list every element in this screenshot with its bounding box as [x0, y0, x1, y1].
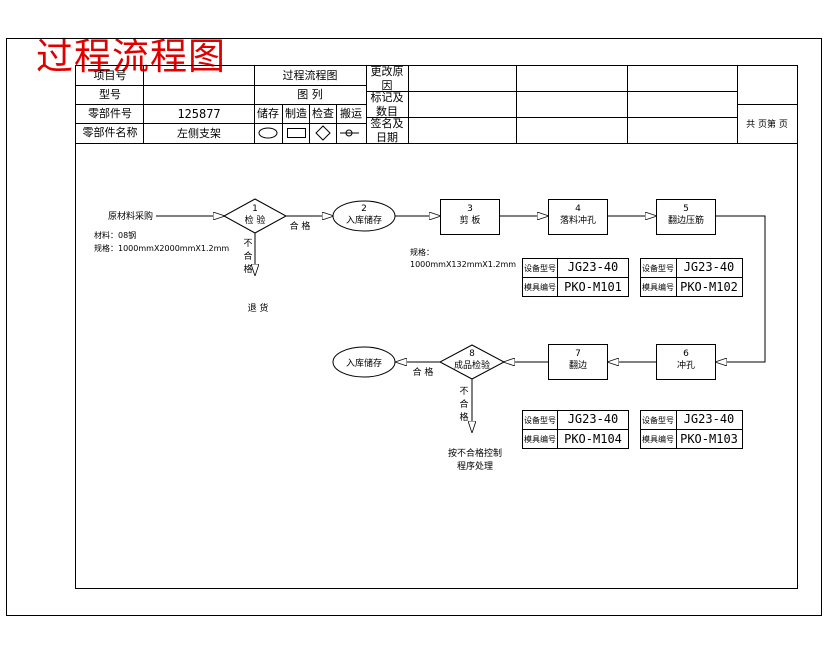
eq7-equip-value: JG23-40 — [568, 412, 619, 426]
legend-inspect: 检查 — [312, 106, 334, 120]
step1-reject: 退 货 — [248, 302, 269, 314]
step5-label: 翻边压筋 — [668, 214, 704, 226]
step5-number: 5 — [683, 204, 689, 214]
step7-label: 翻边 — [569, 360, 587, 371]
page-info: 共 页第 页 — [746, 118, 788, 130]
label-change-reason-2: 因 — [382, 79, 393, 92]
eq5-tool-value: PKO-M102 — [680, 280, 738, 294]
step4-label: 落料冲孔 — [560, 214, 596, 226]
value-part-name: 左侧支架 — [177, 127, 221, 140]
step1-fail-3: 格 — [243, 263, 252, 275]
legend-diamond-icon — [315, 125, 331, 141]
connector-right-loop — [716, 215, 766, 362]
inner-frame — [75, 65, 798, 589]
eq7-tool-label: 模具编号 — [524, 434, 556, 444]
equipment-table-6 — [640, 410, 743, 449]
step1-number: 1 — [252, 204, 258, 214]
step2-number: 2 — [361, 204, 367, 214]
legend-storage: 储存 — [257, 106, 279, 120]
value-part-no: 125877 — [177, 107, 220, 121]
step6-number: 6 — [683, 349, 689, 359]
eq7-tool-value: PKO-M104 — [564, 432, 622, 446]
legend-arrow-icon — [340, 129, 359, 137]
step7-number: 7 — [575, 349, 581, 359]
step1-fail-2: 合 — [243, 250, 252, 262]
eq5-equip-label: 设备型号 — [642, 263, 674, 273]
label-model: 型号 — [99, 87, 121, 101]
final-storage-label: 入库储存 — [346, 357, 382, 369]
step1-fail-1: 不 — [243, 238, 252, 249]
label-part-no: 零部件号 — [88, 106, 132, 120]
step3-spec-2: 1000mmX132mmX1.2mm — [410, 260, 516, 269]
step8-label: 成品检验 — [454, 359, 490, 371]
step3-number: 3 — [467, 204, 473, 214]
eq4-tool-value: PKO-M101 — [564, 280, 622, 294]
step3-box — [440, 199, 500, 235]
step5-box — [656, 199, 716, 235]
eq4-tool-label: 模具编号 — [524, 282, 556, 292]
legend-manufacture: 制造 — [285, 106, 307, 120]
label-sign-date-1: 签名及 — [371, 116, 404, 130]
equipment-table-5 — [640, 258, 743, 297]
page-title: 过程流程图 — [36, 35, 226, 78]
label-sign-date-2: 日期 — [376, 131, 398, 144]
step6-box — [656, 344, 716, 380]
raw-material-label: 原材料采购 — [108, 210, 153, 222]
equipment-table-4 — [522, 258, 629, 297]
step1-pass-label: 合 格 — [290, 220, 311, 232]
step2-label: 入库储存 — [346, 214, 382, 226]
eq6-equip-value: JG23-40 — [684, 412, 735, 426]
step7-box — [548, 344, 608, 380]
eq6-tool-label: 模具编号 — [642, 434, 674, 444]
step6-label: 冲孔 — [677, 359, 695, 371]
step8-fail-1: 不 — [459, 386, 468, 397]
label-part-name: 零部件名称 — [83, 125, 138, 139]
eq4-equip-label: 设备型号 — [524, 263, 556, 273]
label-project-no: 项目号 — [94, 69, 127, 82]
eq7-equip-label: 设备型号 — [524, 415, 556, 425]
step8-handle-2: 程序处理 — [457, 460, 493, 472]
header-table — [75, 65, 797, 144]
spec-label: 规格：1000mmX2000mmX1.2mm — [94, 243, 229, 253]
eq4-equip-value: JG23-40 — [568, 260, 619, 274]
legend-transport: 搬运 — [340, 106, 362, 120]
legend-rect-icon — [287, 128, 306, 138]
step8-fail-3: 格 — [459, 411, 468, 423]
step3-spec-1: 规格： — [410, 247, 434, 257]
eq6-tool-value: PKO-M103 — [680, 432, 738, 446]
step4-number: 4 — [575, 204, 581, 214]
final-storage-ellipse — [332, 346, 396, 378]
eq5-tool-label: 模具编号 — [642, 282, 674, 292]
step4-box — [548, 199, 608, 235]
step8-pass-label: 合 格 — [413, 366, 434, 378]
label-change-reason-1: 更改原 — [371, 64, 404, 78]
label-mark-count-1: 标记及 — [371, 90, 404, 104]
legend-title: 图 列 — [297, 87, 323, 101]
equipment-table-7 — [522, 410, 629, 449]
step8-number: 8 — [469, 349, 475, 359]
outer-frame — [6, 38, 822, 616]
legend-ellipse-icon — [258, 127, 278, 139]
step8-handle-1: 按不合格控制 — [448, 447, 502, 459]
label-mark-count-2: 数目 — [376, 105, 398, 118]
step1-label: 检 验 — [245, 214, 266, 226]
step8-fail-2: 合 — [459, 398, 468, 410]
chart-title: 过程流程图 — [283, 68, 338, 82]
eq5-equip-value: JG23-40 — [684, 260, 735, 274]
eq6-equip-label: 设备型号 — [642, 415, 674, 425]
step3-label: 剪 板 — [460, 214, 481, 226]
material-label: 材料：08钢 — [94, 230, 136, 240]
